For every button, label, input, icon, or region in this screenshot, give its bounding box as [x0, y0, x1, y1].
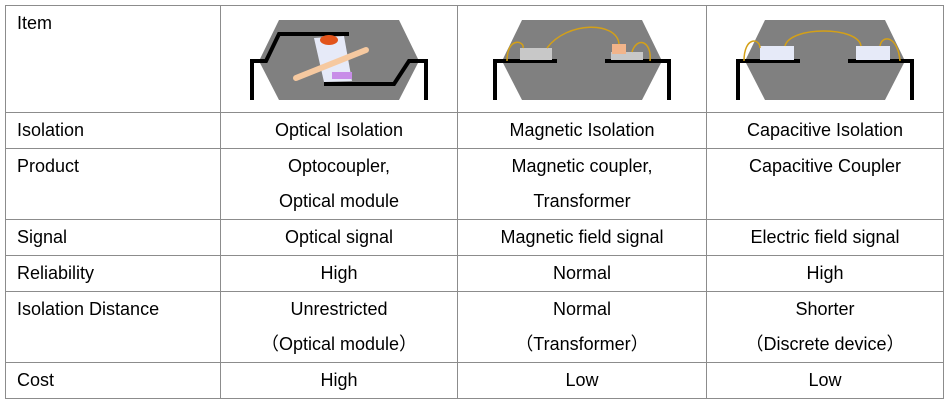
line: （Transformer） [515, 334, 649, 354]
magnetic-diagram-cell [457, 5, 707, 113]
isolation-comparison-table: Item Isolation Optical Isolation Magneti… [5, 5, 944, 399]
row-label: Cost [5, 362, 221, 399]
magnetic-cell: Normal [457, 255, 707, 292]
optical-cell: Optical signal [220, 219, 458, 256]
row-label: Isolation [5, 112, 221, 149]
table-row: Isolation Optical Isolation Magnetic Iso… [5, 112, 944, 149]
capacitive-cell: Capacitive Coupler [706, 148, 944, 220]
line: （Optical module） [260, 334, 418, 354]
optical-cell: High [220, 255, 458, 292]
header-row: Item [5, 5, 944, 113]
line: Capacitive Coupler [748, 156, 902, 176]
optical-cell: Optocoupler, Optical module [220, 148, 458, 220]
magnetic-cell: Magnetic coupler, Transformer [457, 148, 707, 220]
capacitive-cell: Electric field signal [706, 219, 944, 256]
row-label: Product [5, 148, 221, 220]
magnetic-cell: Magnetic field signal [457, 219, 707, 256]
optical-cell: Optical Isolation [220, 112, 458, 149]
line: Normal [552, 299, 611, 319]
table-row: Signal Optical signal Magnetic field sig… [5, 219, 944, 256]
table-row: Isolation Distance Unrestricted （Optical … [5, 291, 944, 363]
line: Shorter [795, 299, 855, 319]
magnetic-cell: Low [457, 362, 707, 399]
capacitive-cell: High [706, 255, 944, 292]
line: Optical module [278, 191, 400, 211]
table-row: Cost High Low Low [5, 362, 944, 399]
line: （Discrete device） [745, 334, 905, 354]
capacitive-cell: Low [706, 362, 944, 399]
table-row: Product Optocoupler, Optical module Magne… [5, 148, 944, 220]
optical-diagram-cell [220, 5, 458, 113]
optical-cell: High [220, 362, 458, 399]
capacitive-isolation-diagram-icon [736, 20, 914, 100]
capacitive-cell: Capacitive Isolation [706, 112, 944, 149]
item-header: Item [5, 5, 221, 113]
magnetic-isolation-diagram-icon [493, 20, 671, 100]
magnetic-cell: Magnetic Isolation [457, 112, 707, 149]
capacitive-cell: Shorter （Discrete device） [706, 291, 944, 363]
capacitive-diagram-cell [706, 5, 944, 113]
magnetic-cell: Normal （Transformer） [457, 291, 707, 363]
row-label: Signal [5, 219, 221, 256]
line: Unrestricted [290, 299, 388, 319]
table-row: Reliability High Normal High [5, 255, 944, 292]
line: Optocoupler, [287, 156, 391, 176]
optical-cell: Unrestricted （Optical module） [220, 291, 458, 363]
row-label: Isolation Distance [5, 291, 221, 363]
row-label: Reliability [5, 255, 221, 292]
optical-isolation-diagram-icon [250, 20, 428, 100]
line: Transformer [533, 191, 631, 211]
line: Magnetic coupler, [511, 156, 653, 176]
